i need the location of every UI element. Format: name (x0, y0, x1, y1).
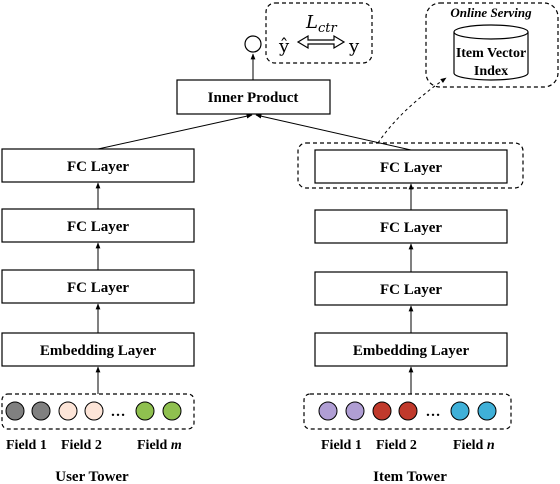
user-feature-dot-3 (58, 401, 78, 421)
item-fc-layer-2-label: FC Layer (380, 220, 442, 236)
item-fc-layer-1 (314, 271, 508, 306)
item-feature-dot-1 (318, 401, 338, 421)
user-field-2-label: Field 2 (61, 438, 102, 453)
item-feature-dot-4 (398, 401, 418, 421)
item-feature-dot-2 (345, 401, 365, 421)
item-embedding-layer-label: Embedding Layer (353, 343, 470, 359)
database-icon (453, 24, 529, 81)
item-embedding-layer (314, 332, 508, 367)
user-tower: FC Layer FC Layer FC Layer Embedding Lay… (1, 113, 253, 484)
item-field-1-label: Field 1 (321, 438, 362, 453)
user-field-m-var: m (171, 438, 182, 453)
inner-product-box (176, 79, 331, 115)
user-field-m-label: Field m (137, 438, 182, 453)
loss-y: y (348, 36, 360, 57)
user-feature-dot-4 (84, 401, 104, 421)
item-feature-dot-6 (477, 401, 497, 421)
user-fc-layer-3-label: FC Layer (67, 159, 129, 175)
item-tower-title: Item Tower (373, 469, 447, 484)
user-feature-dot-1 (5, 401, 25, 421)
item-ellipsis: … (426, 404, 441, 420)
loss-subscript: ctr (318, 21, 338, 36)
user-ellipsis: … (111, 404, 126, 420)
item-tower: FC Layer FC Layer FC Layer Embedding Lay… (255, 77, 524, 484)
item-field-n-label: Field n (453, 438, 495, 453)
online-serving-title: Online Serving (450, 5, 532, 20)
user-fc-layer-1 (1, 269, 195, 304)
loss-box (265, 2, 373, 64)
index-label-line1: Item Vector (456, 46, 526, 61)
loss-symbol: Lctr (305, 12, 337, 36)
item-fc-layer-1-label: FC Layer (380, 282, 442, 298)
user-arrow-fc3-to-inner (97, 113, 253, 150)
item-field-2-label: Field 2 (376, 438, 417, 453)
user-feature-dot-5 (135, 401, 155, 421)
user-fc-layer-1-label: FC Layer (67, 280, 129, 296)
output-node (244, 35, 262, 53)
item-fc-layer-3-label: FC Layer (380, 160, 442, 176)
loss-y-hat: ŷ (278, 36, 290, 57)
user-embedding-layer (1, 332, 195, 367)
user-tower-title: User Tower (55, 469, 129, 484)
user-field-1-label: Field 1 (6, 438, 47, 453)
index-label-line2: Index (474, 64, 508, 79)
user-fc-layer-2-label: FC Layer (67, 219, 129, 235)
serving-dashed-arrow (377, 77, 447, 144)
item-field-n-var: n (487, 438, 495, 453)
inner-product-label: Inner Product (208, 90, 299, 106)
item-fc-layer-2 (314, 209, 508, 244)
item-feature-dot-5 (450, 401, 470, 421)
user-feature-dot-6 (162, 401, 182, 421)
item-arrow-fc3-to-inner (255, 113, 412, 151)
double-arrow-icon (296, 34, 346, 50)
user-feature-dot-2 (31, 401, 51, 421)
item-feature-dot-3 (372, 401, 392, 421)
user-embedding-layer-label: Embedding Layer (40, 343, 157, 359)
